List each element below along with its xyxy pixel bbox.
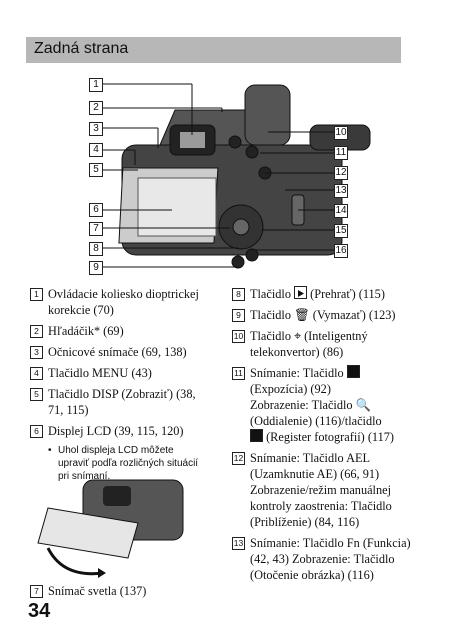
callout-16: 16 <box>334 244 348 258</box>
callout-10: 10 <box>334 126 348 140</box>
callout-14: 14 <box>334 204 348 218</box>
callout-9: 9 <box>89 261 103 275</box>
callout-3: 3 <box>89 122 103 136</box>
section-header: Zadná strana <box>26 37 401 63</box>
callout-8: 8 <box>89 242 103 256</box>
callout-6: 6 <box>89 203 103 217</box>
camera-back-illustration <box>95 83 371 269</box>
callout-12: 12 <box>334 166 348 180</box>
callout-1: 1 <box>89 78 103 92</box>
callout-7: 7 <box>89 222 103 236</box>
callout-13: 13 <box>334 184 348 198</box>
callout-5: 5 <box>89 163 103 177</box>
callout-4: 4 <box>89 143 103 157</box>
callout-2: 2 <box>89 101 103 115</box>
image-index-icon <box>250 429 263 442</box>
section-title: Zadná strana <box>34 40 129 57</box>
trash-icon: 🗑 <box>294 308 310 322</box>
list-item: 11 Snímanie: Tlačidlo (Expozícia) (92) Z… <box>232 365 417 445</box>
play-icon <box>294 286 308 299</box>
teleconverter-icon: ⌖ <box>294 329 301 343</box>
lcd-note: Uhol displeja LCD môžete upraviť podľa r… <box>30 444 200 483</box>
lcd-tilt-illustration <box>37 479 184 578</box>
exposure-icon <box>346 365 360 378</box>
page-number: 34 <box>28 600 51 622</box>
callout-15: 15 <box>334 224 348 238</box>
zoom-out-icon: 🔍 <box>355 398 371 412</box>
callout-11: 11 <box>334 146 348 160</box>
